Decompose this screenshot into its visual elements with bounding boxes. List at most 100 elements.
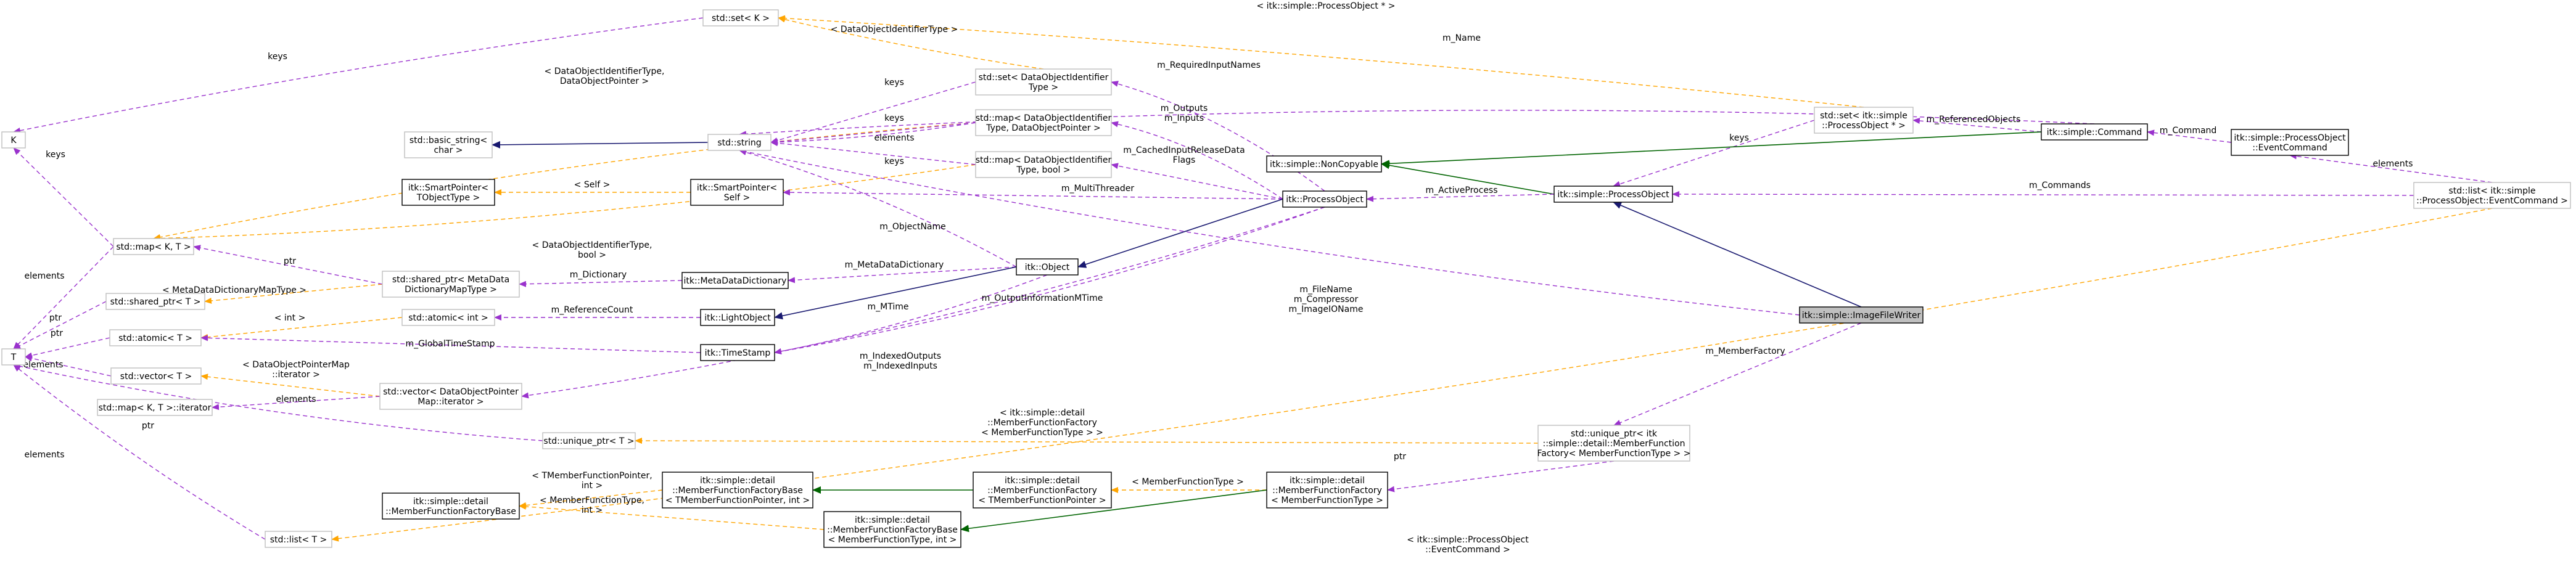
class-node-member-function-factory-base[interactable]: itk::simple::detail::MemberFunctionFacto…	[382, 492, 520, 520]
class-node-std-vector-T[interactable]: std::vector< T >	[110, 367, 202, 385]
edge-std-atomic-T-to-T	[25, 337, 110, 359]
class-node-mffb-MemberFunctionType[interactable]: itk::simple::detail::MemberFunctionFacto…	[823, 511, 961, 548]
class-node-label-line: std::map< K, T >	[116, 242, 191, 252]
edge-label-line: m_Outputs	[1161, 104, 1208, 113]
class-node-std-map-KT[interactable]: std::map< K, T >	[113, 238, 194, 255]
edge-label-elements-event-command: elements	[2372, 159, 2413, 169]
class-node-box	[702, 9, 779, 27]
class-node-meta-data-dictionary[interactable]: itk::MetaDataDictionary	[681, 272, 789, 289]
class-node-unique-ptr-mff[interactable]: std::unique_ptr< itk::simple::detail::Me…	[1537, 425, 1691, 462]
edge-label-line: m_CachedInputReleaseData	[1123, 145, 1245, 155]
class-node-std-map-iterator[interactable]: std::map< K, T >::iterator	[97, 399, 213, 416]
class-node-label: itk::simple::Command	[2047, 128, 2142, 137]
edge-label-line: keys	[884, 113, 904, 123]
class-node-non-copyable[interactable]: itk::simple::NonCopyable	[1266, 155, 1382, 173]
class-node-smart-pointer-TObjectType[interactable]: itk::SmartPointer<TObjectType >	[401, 179, 495, 206]
class-node-label-line: ::ProcessObject * >	[1822, 121, 1906, 131]
edge-label-line: elements	[24, 450, 64, 460]
edge-label-line: < itk::simple::ProcessObject	[1407, 535, 1529, 545]
edge-std-map-DOIT-ptr-to-std-string	[770, 122, 976, 145]
class-node-label: itk::simple::detail::MemberFunctionFacto…	[385, 497, 516, 517]
edge-label-line: < DataObjectPointerMap	[242, 360, 350, 370]
class-node-box	[1537, 425, 1690, 462]
class-node-box	[823, 511, 961, 548]
edge-itk-process-object-to-std-map-DOIT-bool	[1111, 163, 1283, 200]
edge-label-line: keys	[884, 78, 904, 88]
class-node-T[interactable]: T	[1, 348, 26, 366]
edge-std-list-event-command-to-simple-process-object	[1672, 191, 2414, 198]
class-node-label: itk::ProcessObject	[1286, 195, 1364, 205]
edge-itk-process-object-to-smart-pointer-Self	[783, 189, 1283, 200]
edge-label-m-object-name: m_ObjectName	[879, 222, 946, 232]
class-node-image-file-writer[interactable]: itk::simple::ImageFileWriter	[1799, 306, 1924, 324]
edge-label-elements-map-doit-ptr: elements	[874, 133, 914, 143]
edge-label-line: m_MetaDataDictionary	[845, 260, 944, 270]
edge-std-map-DOIT-ptr-to-std-map-KT	[153, 122, 976, 240]
class-node-std-list-event-command[interactable]: std::list< itk::simple::ProcessObject::E…	[2413, 182, 2571, 209]
class-node-label: std::map< K, T >::iterator	[99, 403, 212, 413]
edge-std-shared-ptr-T-to-T	[13, 301, 107, 349]
class-node-std-atomic-int[interactable]: std::atomic< int >	[401, 309, 495, 326]
class-node-std-set-K[interactable]: std::set< K >	[702, 9, 779, 27]
class-node-label-line: std::map< DataObjectIdentifier	[976, 155, 1112, 165]
edge-label-line: m_RequiredInputNames	[1157, 60, 1261, 70]
class-node-std-shared-ptr-T[interactable]: std::shared_ptr< T >	[105, 293, 205, 310]
edge-label-line: bool >	[578, 250, 606, 260]
class-node-event-command[interactable]: itk::simple::ProcessObject::EventCommand	[2231, 129, 2349, 156]
class-node-time-stamp[interactable]: itk::TimeStamp	[700, 344, 775, 361]
class-node-label: std::vector< T >	[120, 372, 192, 382]
class-node-mffb-TMemberFunctionPointer[interactable]: itk::simple::detail::MemberFunctionFacto…	[662, 472, 813, 509]
class-node-box	[1, 131, 26, 149]
class-node-label-line: char >	[434, 145, 463, 155]
class-node-label-line: std::unique_ptr< itk	[1571, 429, 1658, 439]
class-node-label-line: Type, bool >	[1016, 165, 1070, 175]
class-node-label: std::unique_ptr< itk::simple::detail::Me…	[1537, 429, 1691, 459]
class-node-simple-process-object[interactable]: itk::simple::ProcessObject	[1553, 186, 1673, 203]
class-node-label-line: ::MemberFunctionFactoryBase	[827, 525, 958, 535]
class-node-label-line: itk::simple::detail	[700, 476, 775, 486]
class-node-box	[401, 309, 495, 326]
edge-simple-process-object-to-itk-process-object	[1366, 194, 1555, 202]
edge-std-map-KT-to-K	[13, 147, 114, 247]
class-node-K[interactable]: K	[1, 131, 26, 149]
class-node-std-unique-ptr-T[interactable]: std::unique_ptr< T >	[542, 432, 636, 449]
class-node-itk-process-object[interactable]: itk::ProcessObject	[1282, 190, 1367, 208]
edge-label-tpl-process-object-ptr: < itk::simple::ProcessObject * >	[1256, 1, 1395, 11]
class-node-label: std::shared_ptr< T >	[110, 297, 201, 307]
class-node-label: std::atomic< T >	[118, 333, 192, 343]
class-node-std-atomic-T[interactable]: std::atomic< T >	[109, 329, 202, 346]
class-node-itk-object[interactable]: itk::Object	[1016, 258, 1079, 276]
class-node-label-line: std::atomic< int >	[408, 313, 488, 323]
edge-label-line: m_Command	[2160, 126, 2217, 136]
edge-unique-ptr-mff-to-member-function-factory-MFT	[1387, 460, 1615, 492]
class-node-label-line: < MemberFunctionType >	[1271, 496, 1383, 505]
class-node-label-line: itk::SmartPointer<	[408, 183, 488, 193]
class-node-label-line: std::shared_ptr< MetaData	[392, 275, 509, 285]
class-node-label: itk::simple::ImageFileWriter	[1802, 311, 1921, 321]
class-node-member-function-factory-TMFP[interactable]: itk::simple::detail::MemberFunctionFacto…	[973, 472, 1112, 509]
class-node-box	[542, 432, 636, 449]
class-node-label-line: Type, DataObjectPointer >	[986, 123, 1100, 133]
class-node-std-list-T[interactable]: std::list< T >	[265, 531, 332, 548]
class-node-smart-pointer-Self[interactable]: itk::SmartPointer<Self >	[690, 179, 784, 206]
class-node-member-function-factory-MFT[interactable]: itk::simple::detail::MemberFunctionFacto…	[1266, 472, 1388, 509]
edge-label-keys-map-K: keys	[46, 150, 65, 160]
edge-label-line: elements	[24, 271, 64, 281]
class-node-box	[700, 309, 775, 326]
edge-label-line: < MemberFunctionType > >	[981, 428, 1103, 438]
class-node-std-string[interactable]: std::string	[707, 134, 772, 151]
class-node-std-set-process-object-ptr[interactable]: std::set< itk::simple::ProcessObject * >	[1814, 107, 1914, 134]
edge-itk-process-object-to-std-map-DOIT-ptr	[1111, 121, 1283, 200]
edge-label-m-name: m_Name	[1442, 33, 1481, 43]
class-node-std-basic-string[interactable]: std::basic_string<char >	[404, 131, 493, 158]
edge-itk-process-object-to-std-set-DOIT	[1111, 81, 1325, 192]
class-node-light-object[interactable]: itk::LightObject	[700, 309, 775, 326]
class-node-simple-command[interactable]: itk::simple::Command	[2041, 123, 2148, 141]
